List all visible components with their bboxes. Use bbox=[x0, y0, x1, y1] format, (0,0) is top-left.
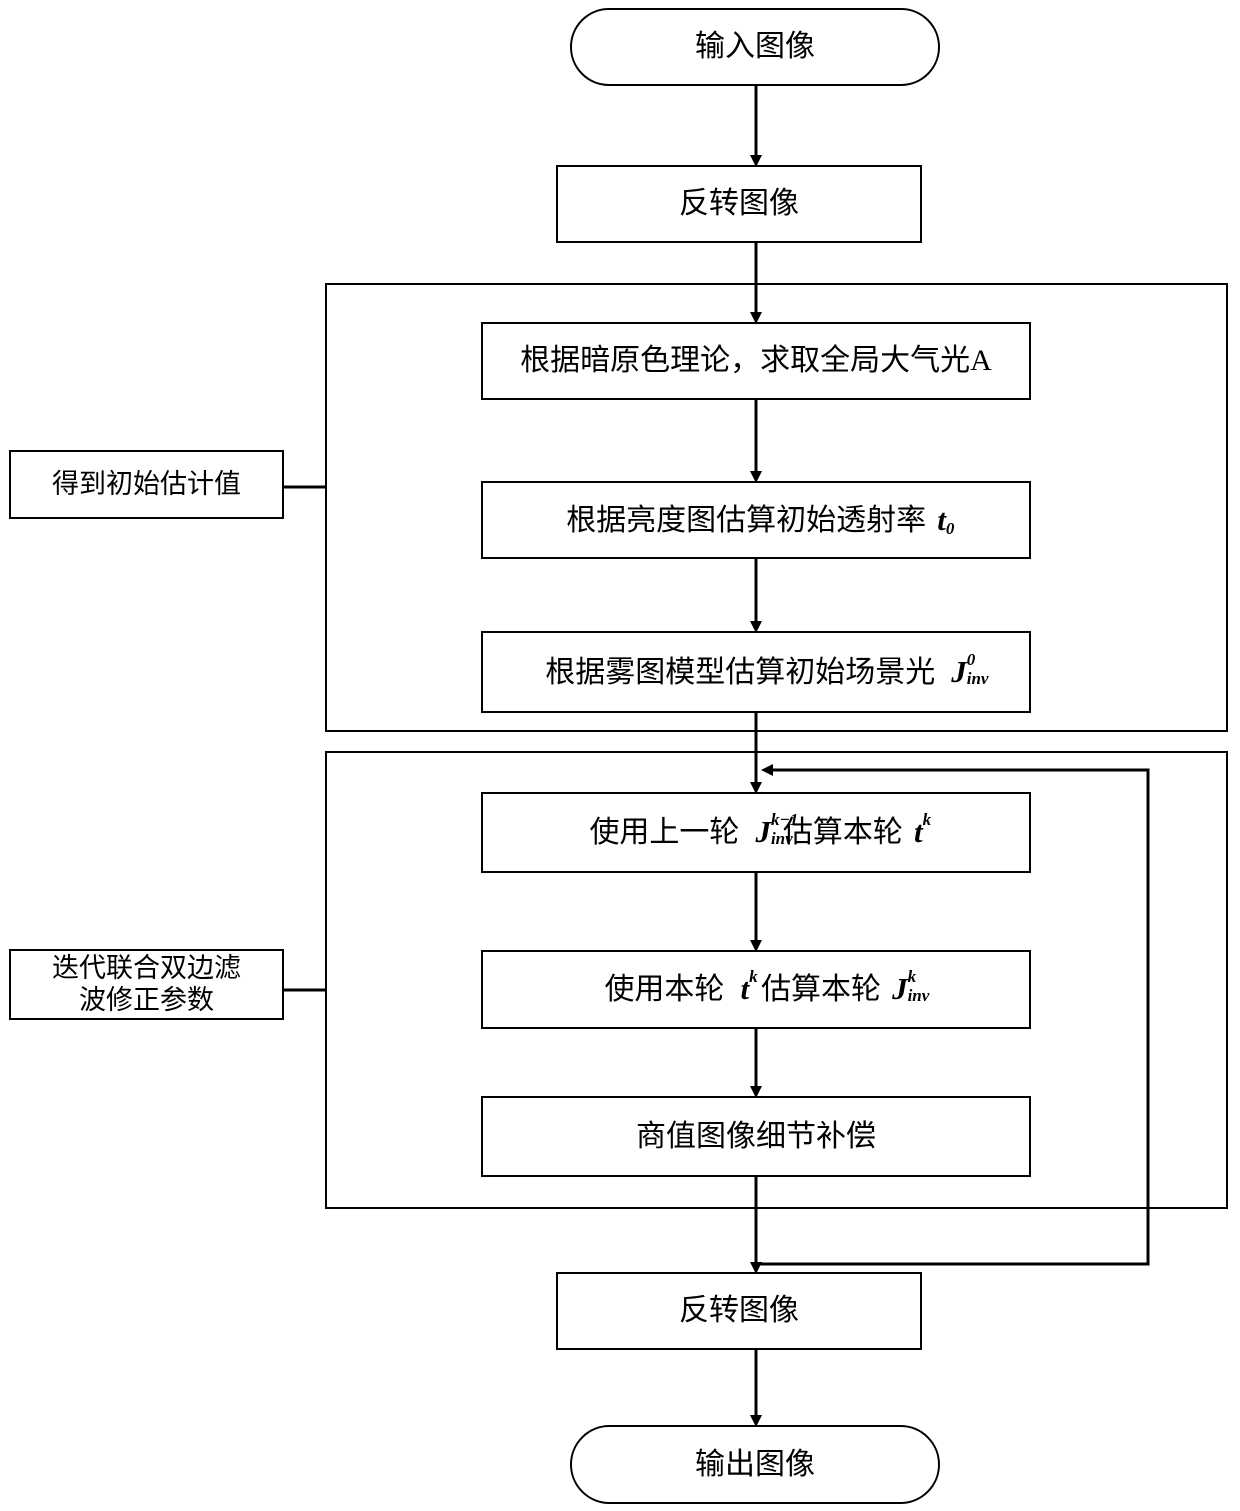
math-t-k-base: t bbox=[913, 814, 923, 850]
math-t-k-2-sup: k bbox=[749, 967, 758, 987]
node-output-image[interactable]: 输出图像 bbox=[570, 1425, 940, 1504]
node-estimate-current-t-prefix: 使用上一轮 bbox=[589, 816, 740, 850]
math-t-zero-base: t bbox=[937, 501, 946, 537]
node-invert-image-bottom[interactable]: 反转图像 bbox=[556, 1272, 922, 1350]
node-quotient-detail-compensation[interactable]: 商值图像细节补偿 bbox=[481, 1096, 1031, 1177]
node-atmospheric-light-label: 根据暗原色理论，求取全局大气光A bbox=[520, 344, 992, 378]
group-box-iteration bbox=[325, 751, 1228, 1209]
math-j-inv-k-minus-1-sup: k−1 bbox=[770, 810, 799, 830]
label-iterative-filter[interactable]: 迭代联合双边滤 波修正参数 bbox=[9, 949, 284, 1020]
label-iterative-filter-line1: 迭代联合双边滤 bbox=[52, 952, 241, 983]
node-input-image-label: 输入图像 bbox=[695, 30, 815, 64]
node-estimate-current-t-mid: 估算本轮 bbox=[782, 816, 903, 850]
math-j-inv-k-base: J bbox=[892, 971, 908, 1007]
math-t-zero-sub: 0 bbox=[945, 518, 955, 538]
math-j-inv-k-sub: inv bbox=[907, 986, 930, 1006]
math-j-inv-k-sup: k bbox=[907, 967, 917, 987]
node-input-image[interactable]: 输入图像 bbox=[570, 8, 940, 86]
node-quotient-detail-compensation-label: 商值图像细节补偿 bbox=[636, 1119, 876, 1153]
label-iterative-filter-text: 迭代联合双边滤 波修正参数 bbox=[52, 953, 241, 1017]
group-box-initial-estimate bbox=[325, 283, 1228, 732]
node-atmospheric-light[interactable]: 根据暗原色理论，求取全局大气光A bbox=[481, 322, 1031, 400]
node-initial-scene-light-text: 根据雾图模型估算初始场景光 bbox=[545, 655, 936, 689]
node-invert-image-bottom-label: 反转图像 bbox=[679, 1294, 799, 1328]
math-j-inv-k-minus-1-base: J bbox=[755, 814, 771, 850]
node-initial-transmission-text: 根据亮度图估算初始透射率 bbox=[566, 503, 927, 537]
node-estimate-current-j-mid: 估算本轮 bbox=[761, 973, 882, 1007]
label-initial-estimate[interactable]: 得到初始估计值 bbox=[9, 450, 284, 519]
node-estimate-current-j-prefix: 使用本轮 bbox=[604, 973, 725, 1007]
label-initial-estimate-text: 得到初始估计值 bbox=[52, 468, 241, 499]
math-j-inv-zero-base: J bbox=[951, 653, 967, 689]
label-iterative-filter-line2: 波修正参数 bbox=[79, 984, 214, 1015]
math-j-inv-zero-sub: inv bbox=[966, 668, 989, 688]
math-j-inv-k-minus-1-sub: inv bbox=[770, 829, 793, 849]
node-invert-image-top-label: 反转图像 bbox=[679, 187, 799, 221]
math-t-k-2-base: t bbox=[740, 971, 750, 1007]
math-t-k-sup: k bbox=[922, 810, 932, 830]
node-output-image-label: 输出图像 bbox=[695, 1447, 815, 1481]
node-invert-image-top[interactable]: 反转图像 bbox=[556, 165, 922, 243]
connector-feedback-loop bbox=[757, 764, 1150, 1266]
math-j-inv-zero-sup: 0 bbox=[966, 649, 976, 669]
